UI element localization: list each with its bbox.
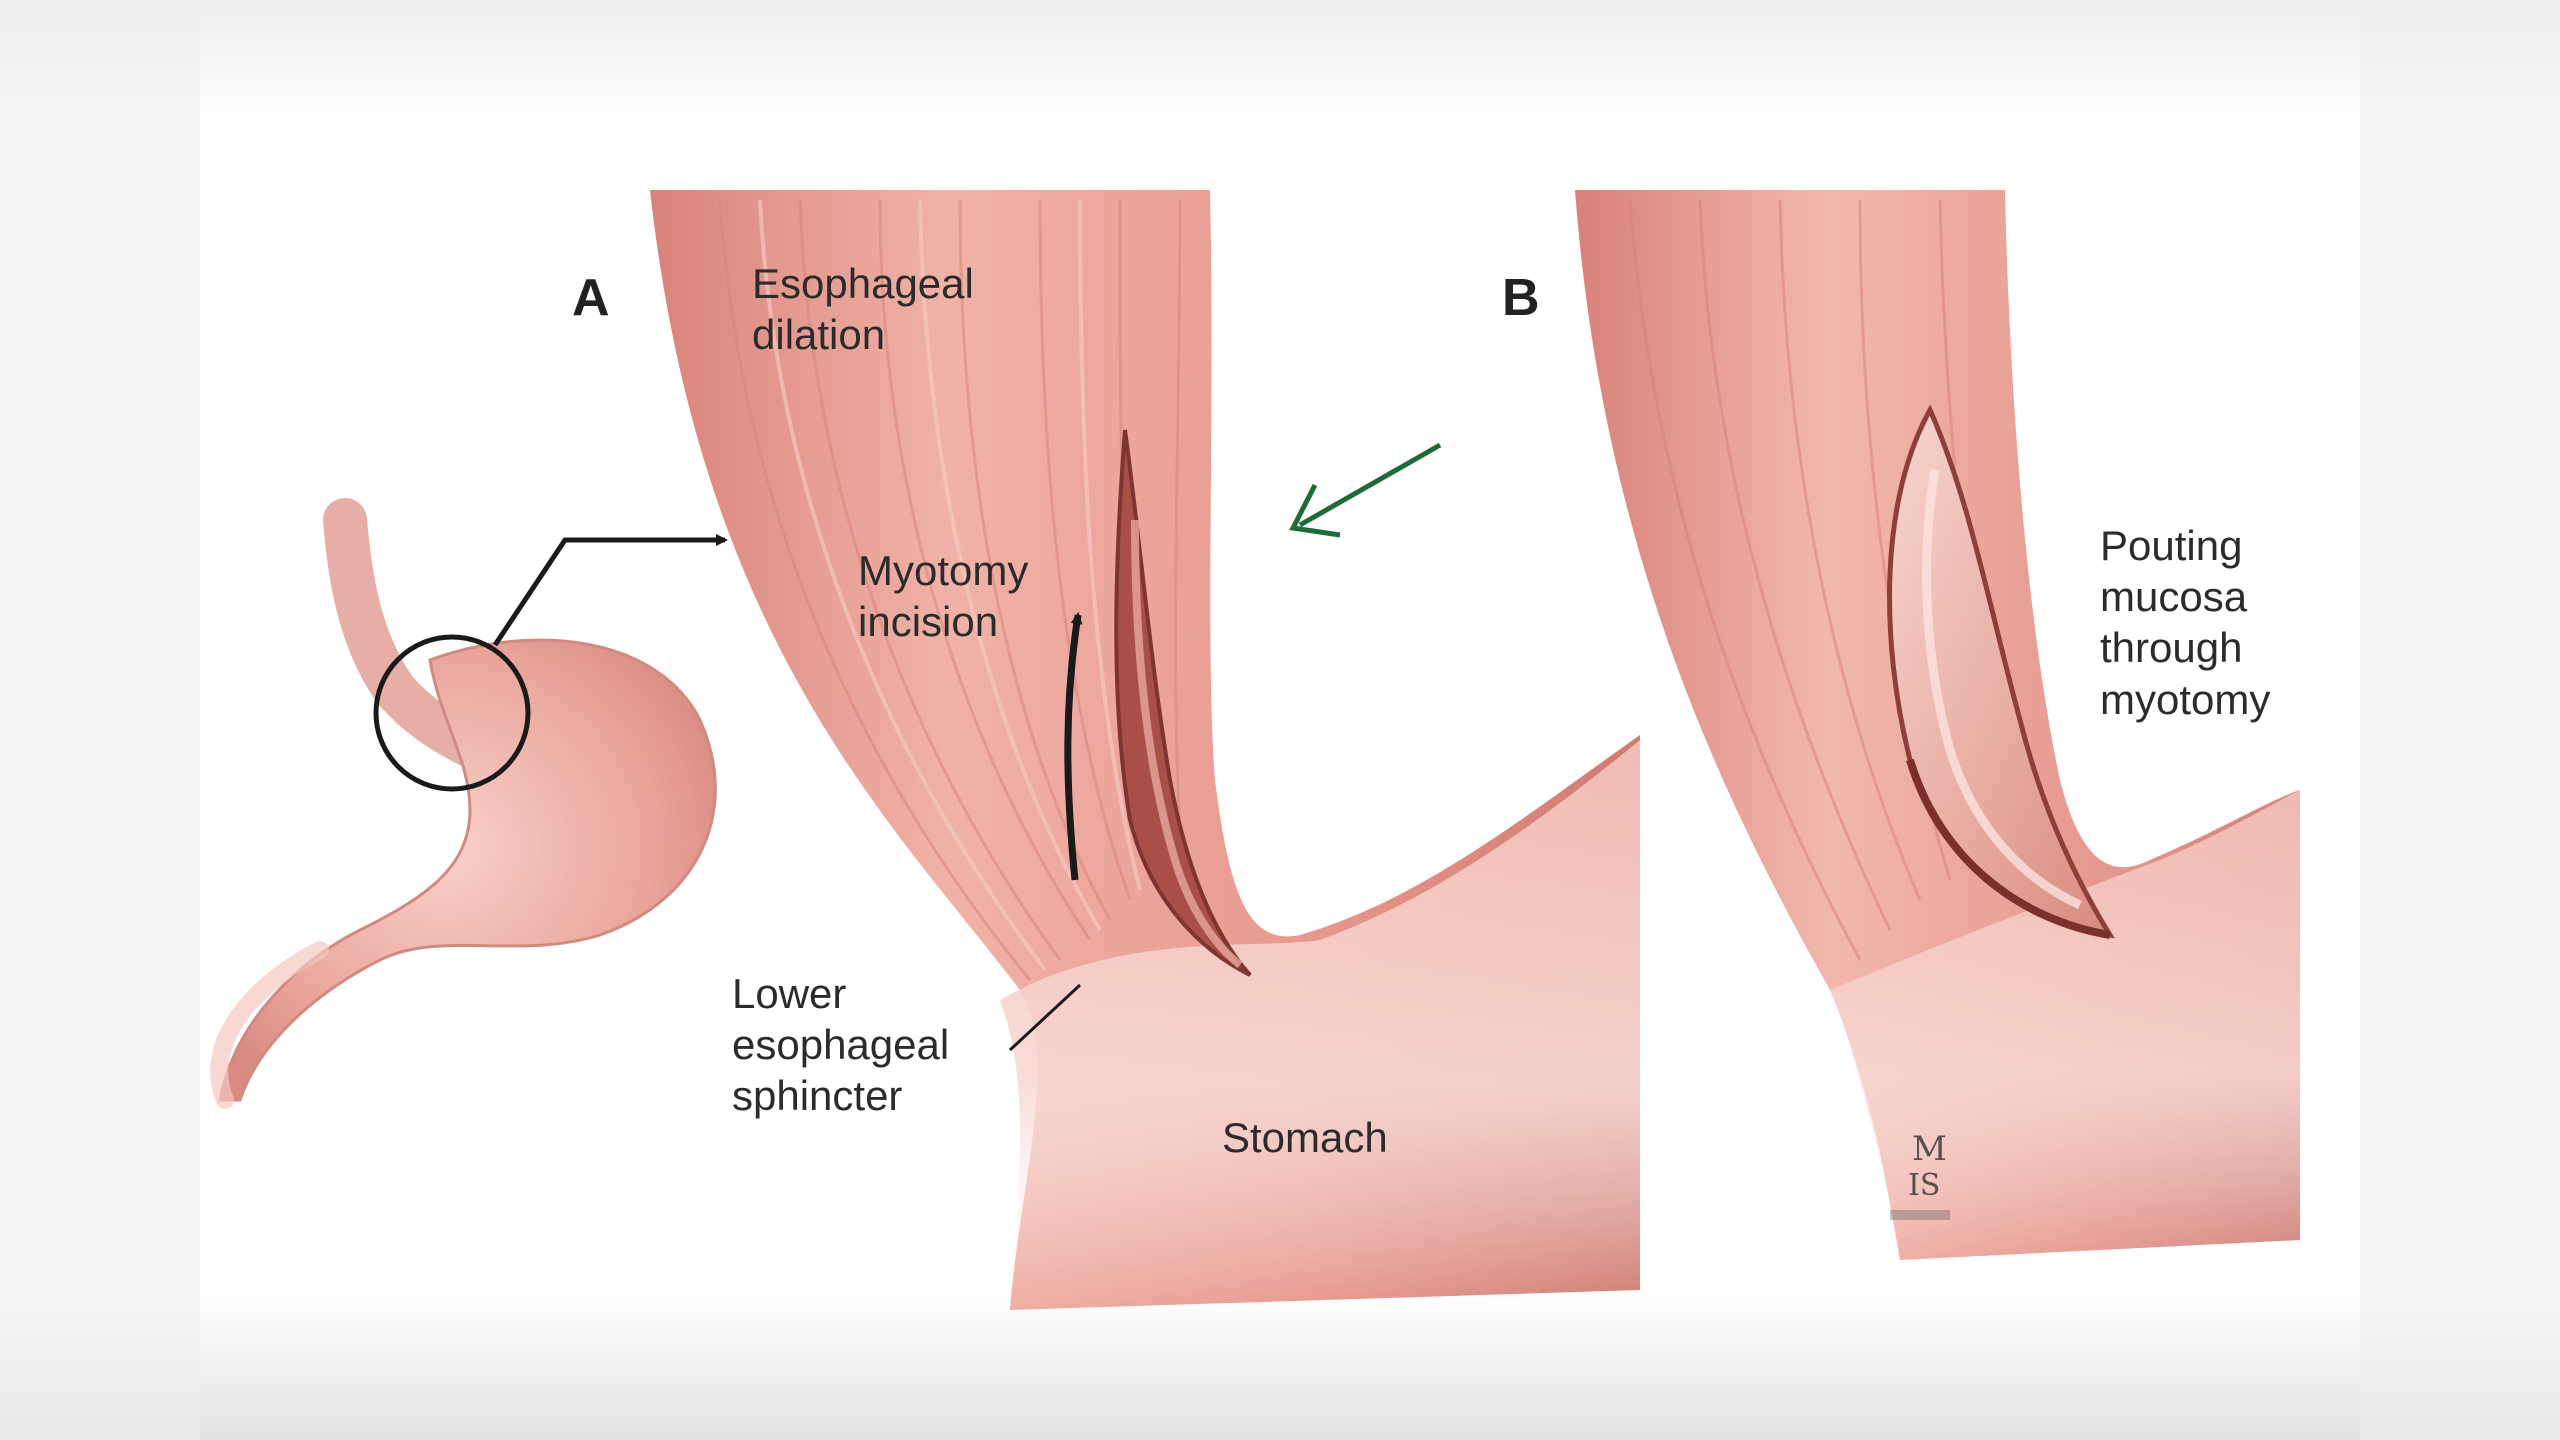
panel-a-esophagus: [650, 190, 1640, 1310]
panel-b-esophagus: [1575, 190, 2300, 1260]
artist-monogram-icon: M IS: [1890, 1129, 1950, 1220]
label-pouting-mucosa: Pouting mucosa through myotomy: [2100, 522, 2271, 723]
focus-circle: [373, 634, 531, 792]
label-lower-esophageal-sphincter: Lower esophageal sphincter: [732, 970, 950, 1120]
left-shade: [0, 0, 200, 1440]
myotomy-incision: [1114, 429, 1252, 977]
green-arrow-icon: [1289, 442, 1442, 538]
overview-stomach: [210, 498, 717, 1109]
panel-a-letter: A: [572, 269, 610, 327]
svg-text:IS: IS: [1908, 1168, 1940, 1203]
les-pointer-line: [1008, 983, 1082, 1052]
focus-pointer-arrow: [492, 534, 728, 647]
right-shade: [2360, 0, 2560, 1440]
svg-text:M: M: [1912, 1129, 1947, 1169]
label-myotomy-incision: Myotomy incision: [858, 547, 1029, 646]
label-esophageal-dilation: Esophageal dilation: [752, 260, 974, 359]
incision-direction-arrow: [1064, 612, 1083, 881]
panel-b-letter: B: [1502, 269, 1540, 327]
label-stomach: Stomach: [1222, 1114, 1388, 1161]
